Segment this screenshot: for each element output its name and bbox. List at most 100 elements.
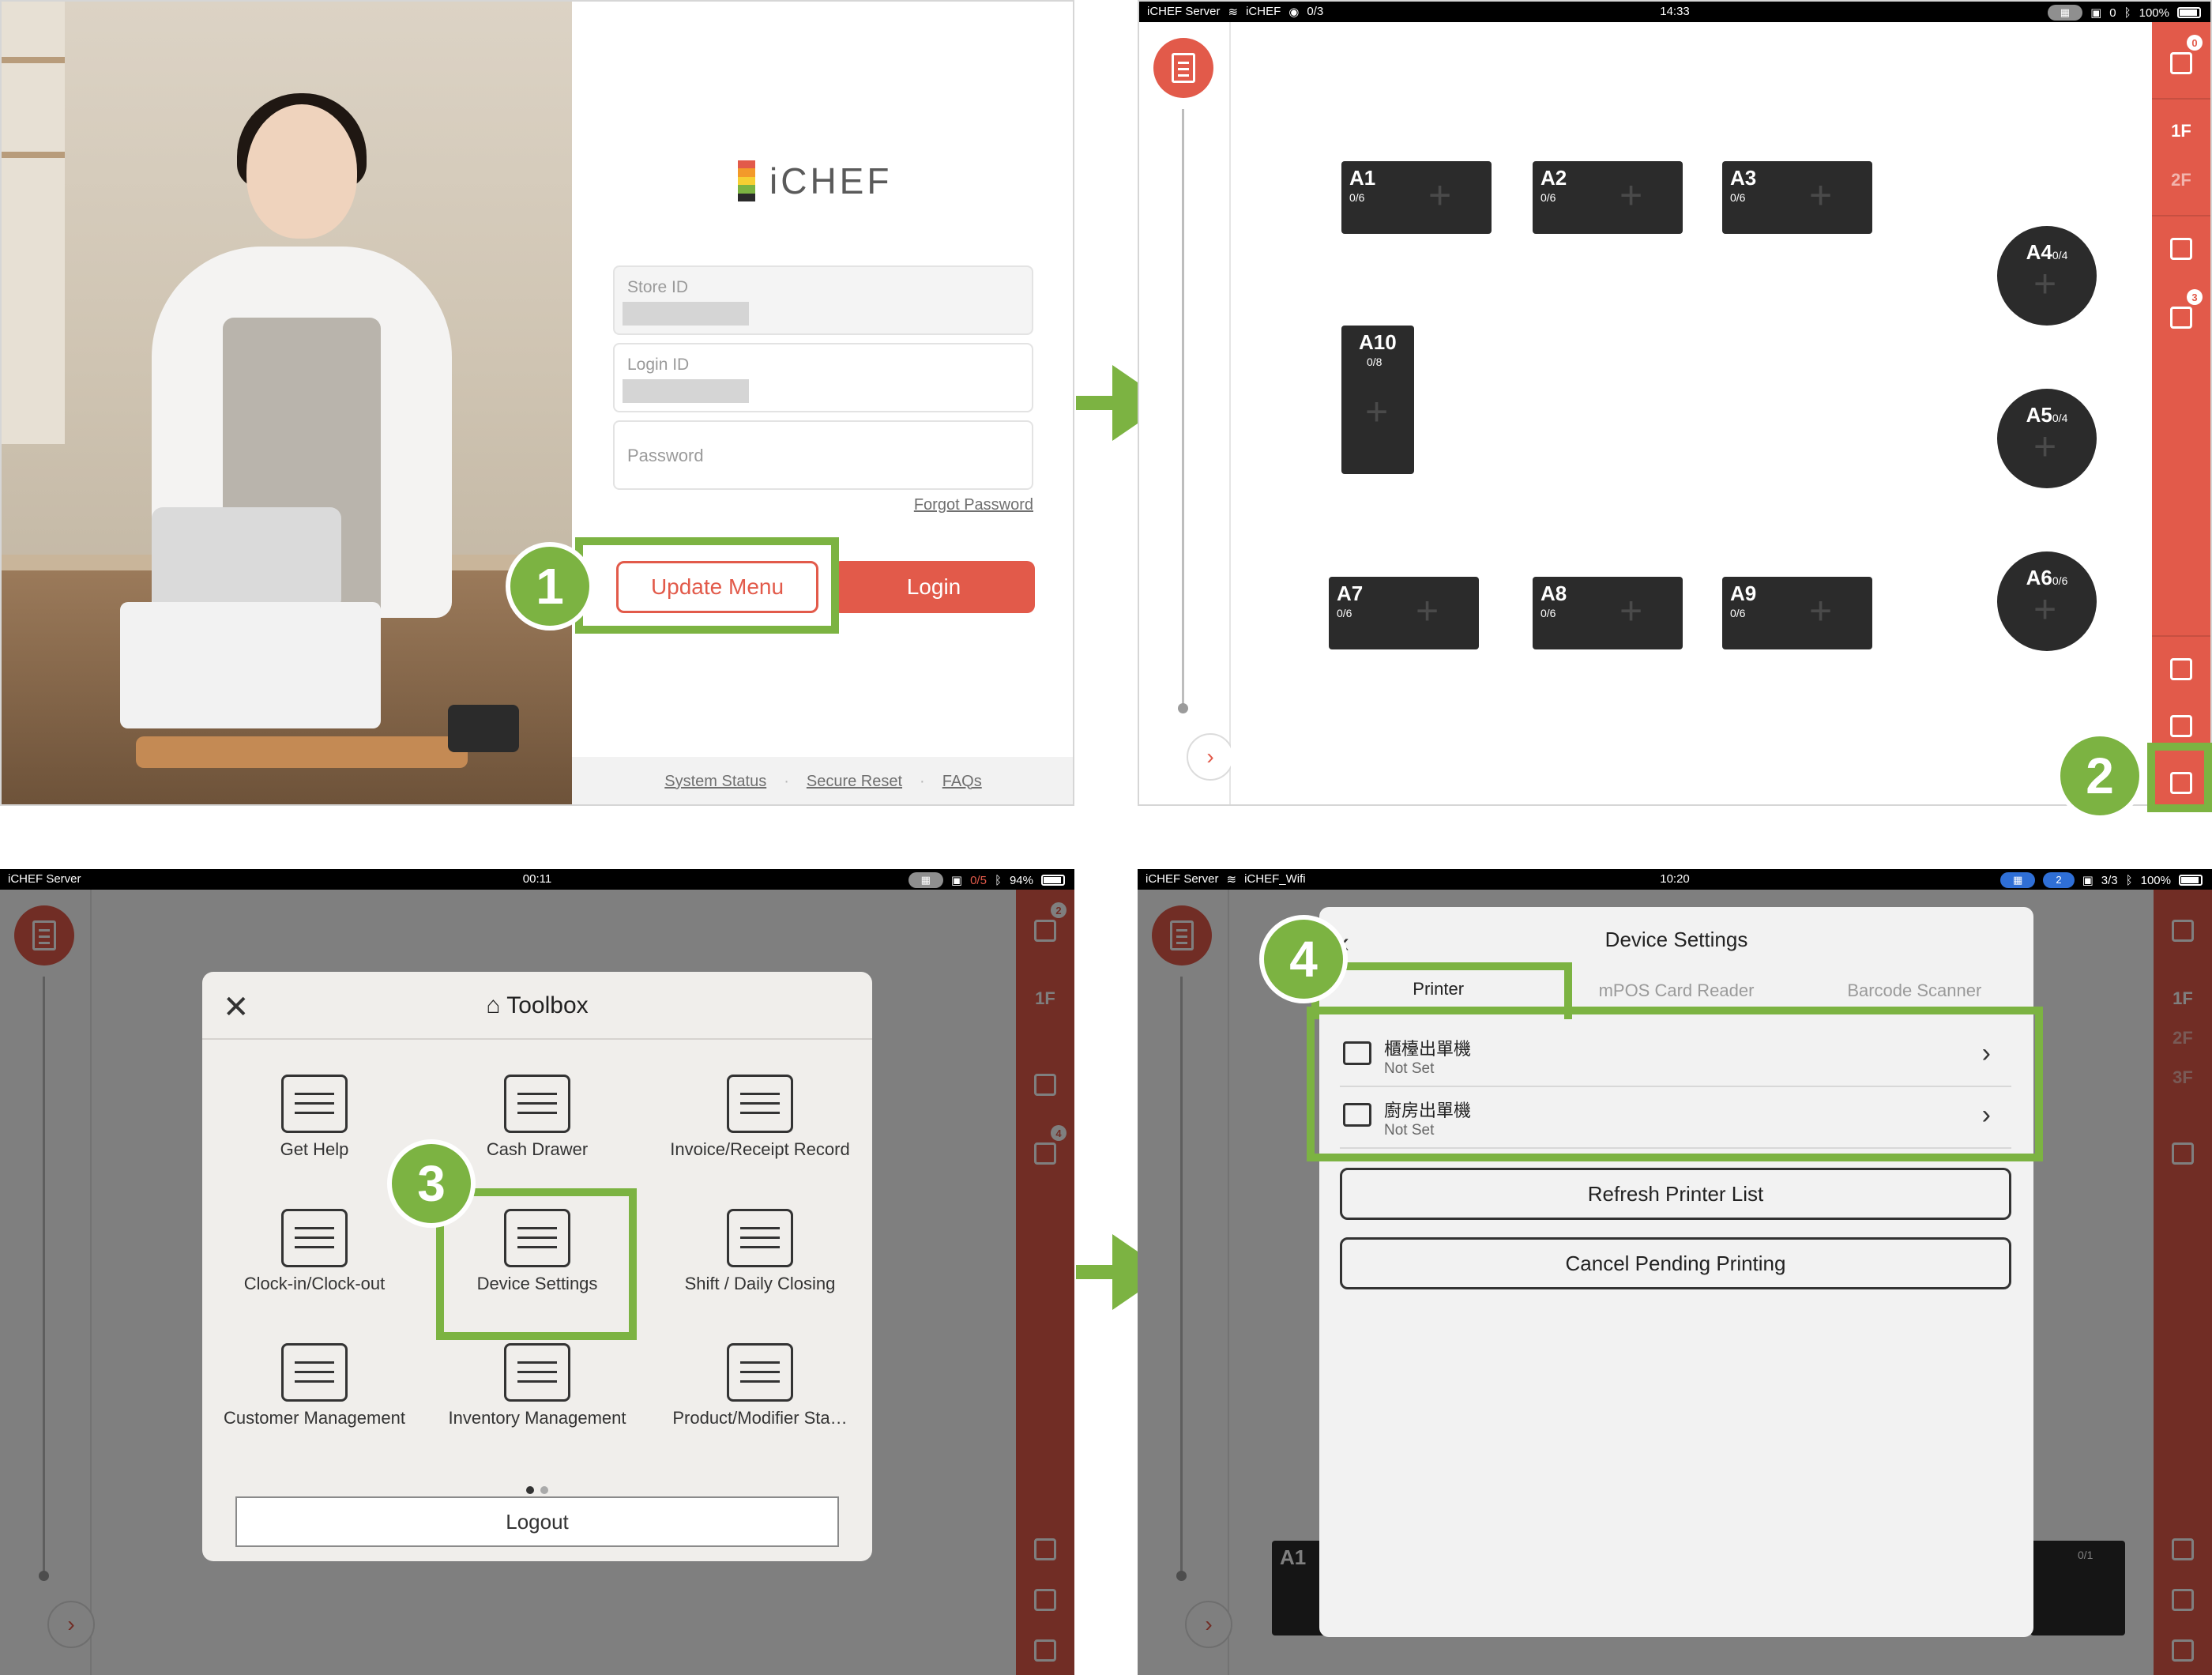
login-id-field[interactable]: Login ID [613,343,1033,412]
plus-icon: + [1620,589,1643,633]
table-a5[interactable]: A50/4 + [1997,389,2097,488]
register-icon [727,1209,793,1267]
tool-get-help[interactable]: Get Help [208,1075,421,1160]
battery-icon [2177,7,2201,18]
left-rail: › [1139,22,1234,804]
right-rail: 0 1F 2F 3 [2152,22,2210,804]
plus-icon: + [2033,424,2057,469]
logout-icon[interactable] [2152,706,2210,746]
device-settings-modal: ‹ Device Settings Printer mPOS Card Read… [1319,907,2033,1637]
printer-row-counter[interactable]: 櫃檯出單機 Not Set › [1340,1026,2011,1087]
plus-icon: + [1416,589,1439,633]
step1-highlight [575,537,839,634]
update-menu-button[interactable]: Update Menu [616,561,818,613]
food-icon [727,1343,793,1402]
login-screen: iCHEF Store ID Login ID Password Forgot … [0,0,1074,806]
logout-button[interactable]: Logout [235,1496,839,1547]
printer-icon [504,1209,570,1267]
receipt-icon [727,1075,793,1133]
wifi-icon: ≋ [1226,873,1237,886]
shopping-bag-icon[interactable]: 3 [2152,289,2210,341]
secure-reset-link[interactable]: Secure Reset [806,772,903,790]
step-badge-4: 4 [1259,915,1348,1003]
arrow-shaft [1076,1265,1115,1279]
tab-barcode-scanner[interactable]: Barcode Scanner [1847,981,1982,1000]
printer-row-kitchen[interactable]: 廚房出單機 Not Set › [1340,1087,2011,1149]
plus-icon: + [2033,262,2057,306]
cancel-pending-printing-button[interactable]: Cancel Pending Printing [1340,1237,2011,1289]
plus-icon: + [1428,173,1452,217]
login-form: iCHEF Store ID Login ID Password Forgot … [572,2,1073,804]
expand-chevron-button[interactable]: › [1187,733,1234,781]
table-a6[interactable]: A60/6 + [1997,551,2097,651]
login-button[interactable]: Login [833,561,1035,613]
help-book-icon [281,1075,348,1133]
password-field[interactable]: Password [613,420,1033,490]
orders-icon: ▣ [2090,6,2102,20]
modal-title: Device Settings [1604,928,1748,951]
bluetooth-icon: ᛒ [2125,873,2133,887]
tool-customer-management[interactable]: Customer Management [208,1343,421,1428]
cloud-sync-pill: 2 [2043,872,2075,888]
close-icon[interactable]: ✕ [223,990,250,1025]
bluetooth-icon: ᛒ [2124,6,2131,20]
tool-invoice-record[interactable]: Invoice/Receipt Record [653,1075,867,1160]
refresh-printer-list-button[interactable]: Refresh Printer List [1340,1168,2011,1220]
arrow-shaft [1076,396,1115,410]
brand-name: iCHEF [769,160,893,201]
plus-icon: + [1809,173,1833,217]
ichef-logo: iCHEF [738,160,892,202]
faqs-link[interactable]: FAQs [942,772,982,790]
receipt-plus-icon [1172,53,1195,83]
printer-status-pill: ▦ [2000,872,2036,888]
logo-icon [738,160,755,202]
chevron-right-icon: › [1981,1038,1991,1068]
new-order-button[interactable] [1153,38,1213,98]
customers-icon [281,1343,348,1402]
printer-status-pill: ▦ [908,872,943,888]
store-id-field[interactable]: Store ID [613,265,1033,335]
box-icon [504,1343,570,1402]
tool-shift-closing[interactable]: Shift / Daily Closing [653,1209,867,1294]
login-footer: System Status · Secure Reset · FAQs [572,757,1073,804]
tab-mpos-card-reader[interactable]: mPOS Card Reader [1598,981,1755,1000]
rail-knob[interactable] [1178,703,1188,713]
battery-icon [2179,875,2203,886]
toolbox-icon[interactable] [2152,763,2210,803]
sync-icon: ◉ [1288,6,1300,19]
tool-cash-drawer[interactable]: Cash Drawer [431,1075,644,1160]
tool-inventory-management[interactable]: Inventory Management [431,1343,644,1428]
toolbox-modal: ✕ ⌂ Toolbox Get Help Cash Drawer Invoice… [202,972,872,1561]
trash-icon[interactable] [2152,649,2210,689]
bluetooth-icon: ᛒ [994,873,1002,887]
system-status-link[interactable]: System Status [664,772,767,790]
tool-clock-in[interactable]: Clock-in/Clock-out [208,1209,421,1294]
forgot-password-link[interactable]: Forgot Password [913,496,1033,514]
receipt-icon[interactable]: 0 [2152,35,2210,87]
step4-list-highlight [1307,1007,2043,1161]
clock-badge-icon [281,1209,348,1267]
battery-icon [1041,875,1065,886]
tool-product-modifier[interactable]: Product/Modifier Sta… [653,1343,867,1428]
tool-device-settings[interactable]: Device Settings [431,1209,644,1294]
step3-highlight [436,1188,637,1340]
floor-tab-1f[interactable]: 1F [2171,121,2191,141]
table-a4[interactable]: A40/4 + [1997,226,2097,326]
masked-value [623,302,749,326]
step-badge-1: 1 [506,542,594,630]
floor-tab-2f[interactable]: 2F [2171,170,2191,190]
calendar-icon[interactable] [2152,229,2210,269]
chevron-right-icon: › [1981,1100,1991,1130]
